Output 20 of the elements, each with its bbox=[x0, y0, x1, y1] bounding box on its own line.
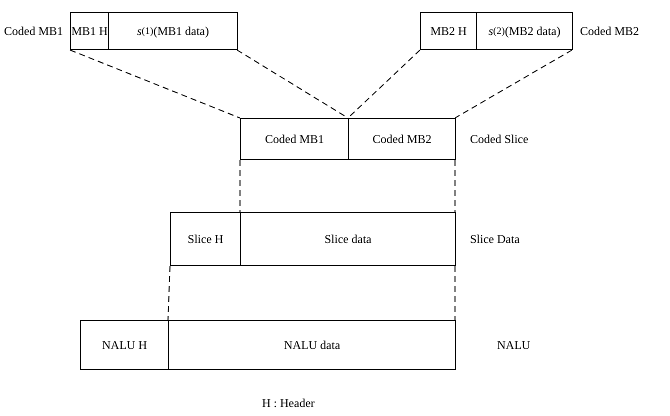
dashed-line bbox=[454, 266, 456, 320]
field-box: NALU H bbox=[80, 320, 169, 370]
field-box: Coded MB2 bbox=[348, 118, 456, 160]
row-label: Slice Data bbox=[470, 232, 520, 247]
dashed-line bbox=[168, 266, 170, 320]
field-box: MB1 H bbox=[70, 12, 109, 50]
dashed-line bbox=[454, 160, 456, 212]
field-box: Slice data bbox=[240, 212, 456, 266]
row-label: NALU bbox=[497, 338, 530, 353]
dashed-line bbox=[348, 50, 420, 118]
row-label: Coded MB1 bbox=[4, 24, 64, 39]
caption: H : Header bbox=[262, 396, 315, 411]
field-box: MB2 H bbox=[420, 12, 477, 50]
field-box: Slice H bbox=[170, 212, 241, 266]
dashed-line bbox=[454, 50, 572, 118]
field-box: NALU data bbox=[168, 320, 456, 370]
field-box: Coded MB1 bbox=[240, 118, 349, 160]
row-label: Coded MB2 bbox=[580, 24, 640, 39]
dashed-line bbox=[70, 50, 240, 118]
row-label: Coded Slice bbox=[470, 132, 528, 147]
